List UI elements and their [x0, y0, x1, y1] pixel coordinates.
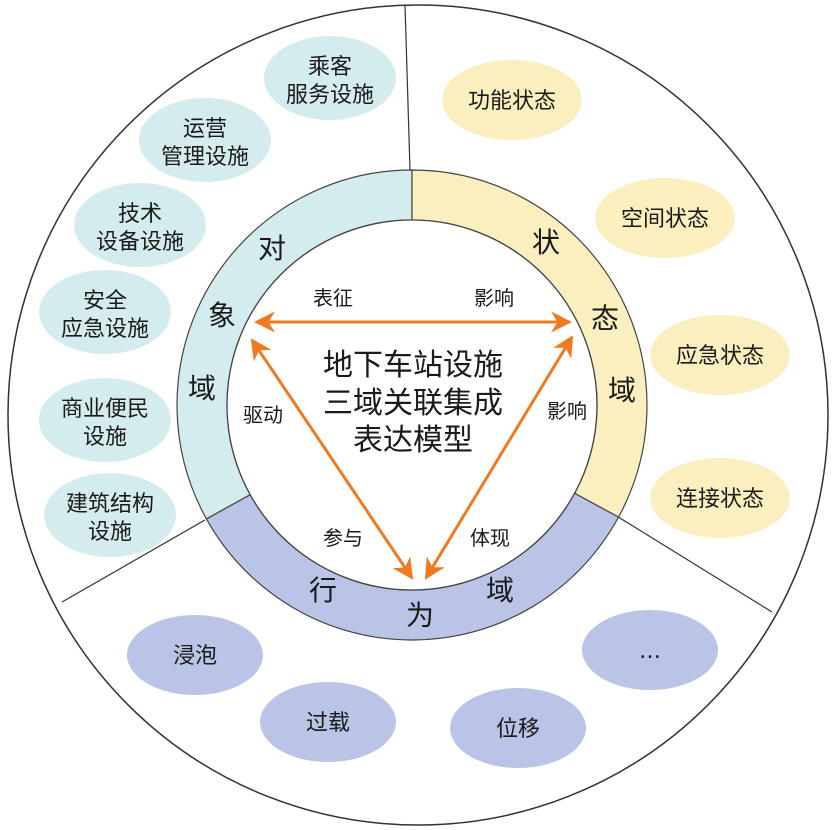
divider-left — [61, 519, 206, 603]
domain-char: 为 — [406, 599, 434, 632]
domain-char: 域 — [486, 574, 514, 607]
divider-top — [404, 4, 411, 171]
state-item: 应急状态 — [650, 315, 790, 395]
domain-char: 态 — [591, 302, 619, 335]
state-item: 功能状态 — [442, 60, 582, 140]
state-domain-label: 状 态 域 — [532, 226, 636, 407]
relation-arrows — [250, 311, 574, 580]
object-item-label: 设备设施 — [96, 230, 184, 255]
behavior-item: 浸泡 — [127, 615, 263, 695]
behavior-item-label: 过载 — [306, 711, 350, 736]
behavior-item-label: 位移 — [496, 717, 540, 742]
state-item-label: 应急状态 — [676, 344, 764, 369]
object-item-label: 运营 — [183, 117, 227, 142]
relation-label: 影响 — [547, 399, 587, 423]
behavior-item-label: … — [639, 639, 661, 664]
domain-items: 乘客服务设施运营管理设施技术设备设施安全应急设施商业便民设施建筑结构设施功能状态… — [39, 36, 790, 768]
state-item-label: 功能状态 — [468, 89, 556, 114]
domain-char: 域 — [608, 374, 636, 407]
behavior-item: 过载 — [260, 682, 396, 762]
relation-label: 表征 — [313, 286, 353, 310]
object-domain-label: 对 象 域 — [188, 232, 286, 405]
behavior-item: … — [582, 610, 718, 690]
domain-char: 域 — [188, 372, 216, 405]
domain-char: 对 — [258, 232, 286, 265]
domain-char: 行 — [309, 574, 337, 607]
arrow-state-behavior — [424, 335, 574, 580]
object-item-label: 应急设施 — [61, 317, 149, 342]
object-item-label: 乘客 — [308, 55, 352, 80]
relation-label: 参与 — [323, 526, 363, 550]
object-item-label: 设施 — [83, 425, 127, 450]
arrow-object-behavior — [250, 338, 414, 580]
relation-label: 驱动 — [243, 403, 283, 427]
object-item-label: 商业便民 — [61, 397, 149, 422]
behavior-item-label: 浸泡 — [173, 644, 217, 669]
relation-label: 体现 — [470, 526, 510, 550]
object-item-label: 设施 — [88, 520, 132, 545]
domain-char: 状 — [532, 226, 560, 259]
object-item-label: 建筑结构 — [66, 492, 154, 517]
object-item-label: 管理设施 — [161, 145, 249, 170]
divider-right — [614, 514, 773, 613]
state-item: 空间状态 — [595, 178, 735, 258]
behavior-item: 位移 — [450, 688, 586, 768]
state-item: 连接状态 — [650, 458, 790, 538]
object-item-label: 服务设施 — [286, 83, 374, 108]
relation-label: 影响 — [474, 286, 514, 310]
model-title-line: 表达模型 — [353, 423, 473, 458]
state-item-label: 空间状态 — [621, 207, 709, 232]
object-item-label: 安全 — [83, 289, 127, 314]
model-title-line: 三域关联集成 — [323, 386, 503, 421]
domain-char: 象 — [208, 299, 236, 332]
model-title-line: 地下车站设施 — [323, 348, 503, 383]
object-item-label: 技术 — [118, 202, 162, 227]
state-item-label: 连接状态 — [676, 487, 764, 512]
